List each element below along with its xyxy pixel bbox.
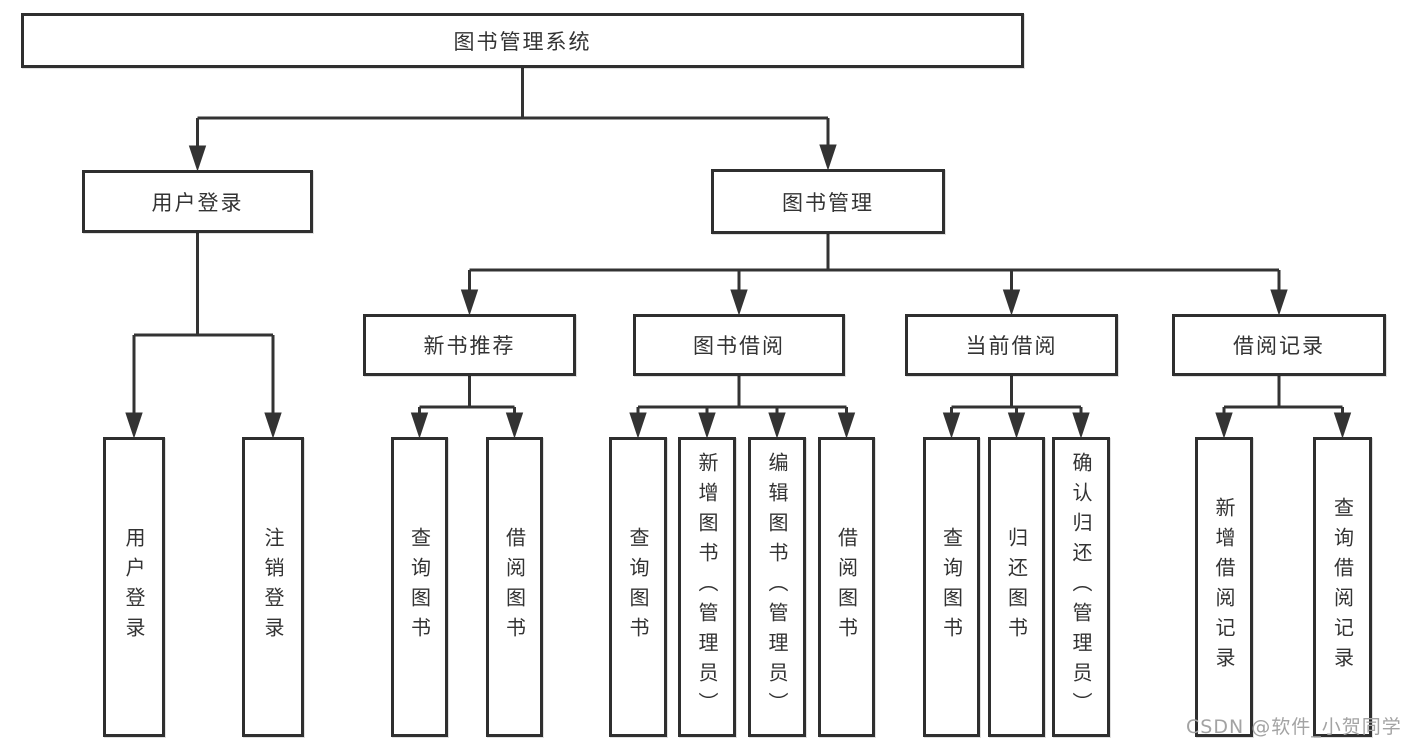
leaf-return-book: 归还图书: [988, 437, 1045, 737]
node-new-book-rec: 新书推荐: [363, 314, 576, 376]
arrow-icon: [460, 289, 479, 316]
node-user-login-label: 用户登录: [151, 190, 244, 215]
leaf-query-borrow-record: 查询借阅记录: [1313, 437, 1372, 737]
leaf-query-books-borrow-label: 查询图书: [626, 527, 650, 647]
leaf-borrow-books-newrec-label: 借阅图书: [502, 527, 527, 647]
arrow-icon: [942, 412, 961, 439]
arrow-icon: [1072, 412, 1090, 439]
arrow-icon: [730, 289, 748, 316]
arrow-icon: [768, 412, 786, 439]
csdn-watermark: CSDN @软件_小贺同学: [1186, 716, 1402, 738]
leaf-user-login-label: 用户登录: [122, 527, 146, 647]
arrow-icon: [1002, 289, 1021, 316]
arrow-icon: [837, 412, 856, 439]
arrow-icon: [1007, 412, 1026, 439]
connector-book-mgmt-branch: [460, 234, 1288, 316]
leaf-query-books-current: 查询图书: [923, 437, 980, 737]
leaf-query-books-newrec-label: 查询图书: [407, 527, 432, 647]
leaf-confirm-return-admin: 确认归还（管理员）: [1052, 437, 1110, 737]
arrow-icon: [819, 144, 837, 171]
connector-current-borrow-branch: [942, 376, 1090, 439]
arrow-icon: [629, 412, 647, 439]
leaf-logout-login-label: 注销登录: [261, 527, 285, 647]
leaf-query-books-current-label: 查询图书: [939, 527, 964, 647]
leaf-borrow-books-newrec: 借阅图书: [486, 437, 543, 737]
leaf-confirm-return-admin-label: 确认归还（管理员）: [1069, 452, 1093, 722]
arrow-icon: [410, 412, 429, 439]
leaf-user-login: 用户登录: [103, 437, 165, 737]
arrow-icon: [1333, 412, 1352, 439]
leaf-query-books-newrec: 查询图书: [391, 437, 448, 737]
node-borrow-records: 借阅记录: [1172, 314, 1386, 376]
node-current-borrow: 当前借阅: [905, 314, 1118, 376]
arrow-icon: [698, 412, 716, 439]
arrow-icon: [505, 412, 524, 439]
node-user-login: 用户登录: [82, 170, 313, 233]
node-root: 图书管理系统: [21, 13, 1024, 68]
leaf-add-book-admin: 新增图书（管理员）: [678, 437, 736, 737]
leaf-logout-login: 注销登录: [242, 437, 304, 737]
node-current-borrow-label: 当前借阅: [965, 334, 1058, 358]
leaf-query-books-borrow: 查询图书: [609, 437, 667, 737]
leaf-edit-book-admin-label: 编辑图书（管理员）: [765, 452, 789, 722]
connector-new-book-branch: [410, 376, 524, 439]
leaf-add-borrow-record-label: 新增借阅记录: [1212, 497, 1236, 677]
arrow-icon: [264, 412, 282, 439]
node-root-label: 图书管理系统: [453, 29, 592, 54]
connector-user-login-branch: [125, 233, 282, 439]
connector-root-branch: [188, 68, 837, 172]
arrow-icon: [188, 145, 207, 172]
connector-book-borrow-branch: [629, 376, 856, 439]
node-book-mgmt: 图书管理: [711, 169, 945, 234]
leaf-add-borrow-record: 新增借阅记录: [1195, 437, 1253, 737]
leaf-borrow-books-label: 借阅图书: [834, 527, 859, 647]
leaf-query-borrow-record-label: 查询借阅记录: [1330, 497, 1355, 677]
node-borrow-records-label: 借阅记录: [1233, 334, 1325, 358]
node-book-borrow-label: 图书借阅: [693, 334, 785, 358]
leaf-borrow-books: 借阅图书: [818, 437, 875, 737]
arrow-icon: [1270, 289, 1288, 316]
leaf-add-book-admin-label: 新增图书（管理员）: [695, 452, 719, 722]
leaf-return-book-label: 归还图书: [1004, 527, 1029, 647]
arrow-icon: [125, 412, 143, 439]
node-book-borrow: 图书借阅: [633, 314, 845, 376]
arrow-icon: [1215, 412, 1233, 439]
connector-borrow-records-branch: [1215, 376, 1352, 439]
leaf-edit-book-admin: 编辑图书（管理员）: [748, 437, 806, 737]
node-book-mgmt-label: 图书管理: [782, 190, 874, 215]
node-new-book-rec-label: 新书推荐: [423, 334, 516, 358]
